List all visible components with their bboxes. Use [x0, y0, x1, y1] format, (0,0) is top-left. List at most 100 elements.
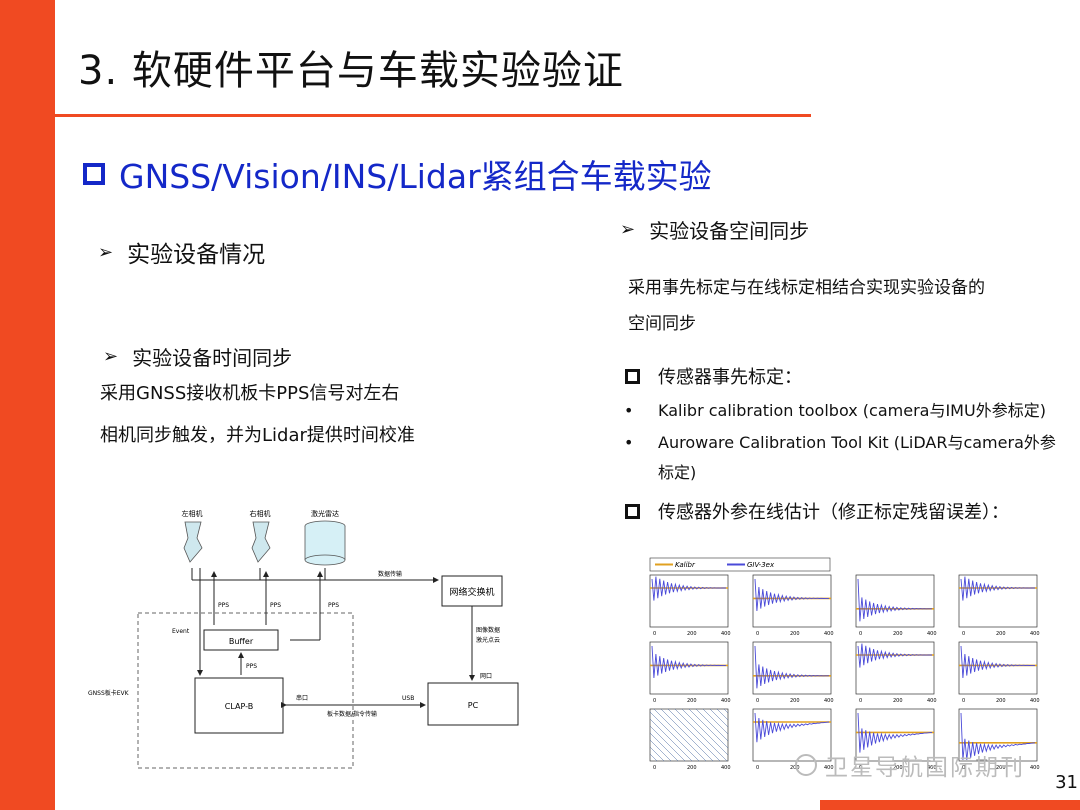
square-bullet-icon	[625, 503, 640, 519]
section-title: GNSS/Vision/INS/Lidar紧组合车载实验	[119, 157, 712, 196]
x-tick-label: 0	[653, 765, 656, 771]
pps-label-3: PPS	[328, 602, 339, 609]
sync-diagram: 左相机 右相机 激光雷达 数据传输 网络交换机 PPS PPS PPS Even…	[88, 509, 519, 769]
x-tick-label: 0	[859, 765, 862, 771]
title-underline	[55, 114, 811, 117]
x-tick-label: 200	[893, 698, 903, 704]
calibration-subplot: 0 200 400	[855, 641, 937, 704]
x-tick-label: 0	[859, 631, 862, 637]
x-tick-label: 200	[893, 765, 903, 771]
bullet-item-autoware: • Auroware Calibration Tool Kit (LiDAR与c…	[624, 428, 1056, 488]
x-tick-label: 200	[996, 698, 1006, 704]
x-tick-label: 200	[790, 698, 800, 704]
spatial-sync-heading-text: 实验设备空间同步	[649, 219, 810, 243]
calibration-subplot: 0 200 400	[649, 641, 731, 704]
x-tick-label: 200	[790, 631, 800, 637]
dot-bullet-icon: •	[624, 433, 634, 452]
board-data-label: 板卡数据/指令传输	[327, 710, 377, 718]
left-camera-label: 左相机	[182, 509, 203, 518]
calibration-plots-grid: Kalibr GIV-3ex 0 200 400 0 200 400 0 200 400 0 200…	[649, 557, 1040, 771]
prior-calibration-heading: 传感器事先标定：	[625, 363, 802, 389]
buffer-box	[203, 629, 279, 651]
pps-label-2: PPS	[270, 602, 281, 609]
x-tick-label: 0	[859, 698, 862, 704]
x-tick-label: 0	[653, 698, 656, 704]
serial-label: 串口	[296, 694, 308, 702]
x-tick-label: 0	[756, 631, 759, 637]
bottom-accent-bar	[820, 800, 1080, 810]
x-tick-label: 400	[824, 698, 834, 704]
time-sync-heading-text: 实验设备时间同步	[132, 346, 293, 370]
x-tick-label: 200	[893, 631, 903, 637]
time-sync-paragraph: 采用GNSS接收机板卡PPS信号对左右 相机同步触发，并为Lidar提供时间校准	[100, 376, 415, 454]
lidar-label: 激光雷达	[311, 509, 339, 518]
section-heading: GNSS/Vision/INS/Lidar紧组合车载实验	[83, 150, 712, 198]
equipment-heading: ➢ 实验设备情况	[98, 235, 265, 269]
x-tick-label: 0	[756, 765, 759, 771]
spatial-line-1: 采用事先标定与在线标定相结合实现实验设备的	[628, 278, 985, 298]
x-tick-label: 400	[1030, 631, 1040, 637]
x-tick-label: 400	[1030, 698, 1040, 704]
x-tick-label: 200	[790, 765, 800, 771]
watermark-text: 卫星导航国际期刊	[825, 755, 1025, 781]
clap-b-box	[194, 677, 284, 734]
square-bullet-icon	[83, 163, 105, 185]
x-tick-label: 400	[824, 765, 834, 771]
x-tick-label: 200	[996, 765, 1006, 771]
x-tick-label: 400	[721, 631, 731, 637]
arrow-bullet-icon: ➢	[620, 219, 636, 240]
x-tick-label: 400	[721, 765, 731, 771]
pps-label-4: PPS	[246, 663, 257, 670]
x-tick-label: 400	[721, 698, 731, 704]
pc-box	[427, 682, 519, 726]
pps-label-1: PPS	[218, 602, 229, 609]
event-label: Event	[172, 628, 190, 635]
left-camera-icon	[183, 521, 203, 563]
calibration-subplot: 0 200 400	[855, 708, 937, 771]
calibration-subplot: 0 200 400	[958, 574, 1040, 637]
bullet-item-autoware-line-2: 标定)	[658, 463, 697, 482]
bullet-item-autoware-line-1: Auroware Calibration Tool Kit (LiDAR与cam…	[658, 433, 1056, 452]
gnss-board-label: GNSS板卡EVK	[88, 689, 130, 697]
x-tick-label: 0	[962, 765, 965, 771]
prior-calibration-text: 传感器事先标定：	[658, 367, 802, 388]
calibration-subplot: 0 200 400	[752, 708, 834, 771]
time-sync-heading: ➢ 实验设备时间同步	[103, 342, 292, 371]
lidar-icon	[304, 520, 346, 566]
x-tick-label: 200	[687, 698, 697, 704]
spatial-sync-heading: ➢ 实验设备空间同步	[620, 215, 809, 244]
network-switch-label: 网络交换机	[449, 586, 494, 598]
bullet-item-kalibr: • Kalibr calibration toolbox (camera与IMU…	[624, 396, 1046, 426]
spatial-line-2: 空间同步	[628, 314, 696, 334]
net-port-label: 网口	[480, 673, 492, 680]
x-tick-label: 200	[996, 631, 1006, 637]
right-camera-label: 右相机	[250, 509, 271, 518]
online-calibration-text: 传感器外参在线估计（修正标定残留误差）：	[658, 502, 1009, 523]
x-tick-label: 200	[687, 631, 697, 637]
legend-giv: GIV-3ex	[747, 561, 775, 569]
bullet-item-kalibr-text: Kalibr calibration toolbox (camera与IMU外参…	[658, 401, 1046, 420]
data-transfer-label: 数据传输	[378, 570, 402, 578]
legend-kalibr: Kalibr	[675, 561, 696, 569]
pc-label: PC	[468, 701, 479, 710]
x-tick-label: 400	[927, 698, 937, 704]
arrow-bullet-icon: ➢	[98, 241, 114, 263]
page-number: 31	[1055, 772, 1078, 793]
x-tick-label: 0	[962, 631, 965, 637]
x-tick-label: 400	[927, 765, 937, 771]
wechat-logo-icon	[795, 754, 817, 776]
journal-watermark: 卫星导航国际期刊	[795, 748, 1025, 782]
time-sync-line-1: 采用GNSS接收机板卡PPS信号对左右	[100, 383, 400, 404]
time-sync-line-2: 相机同步触发，并为Lidar提供时间校准	[100, 425, 415, 446]
x-tick-label: 0	[653, 631, 656, 637]
calibration-subplot: 0 200 400	[649, 574, 731, 637]
online-calibration-heading: 传感器外参在线估计（修正标定残留误差）：	[625, 498, 1009, 524]
square-bullet-icon	[625, 368, 640, 384]
equipment-heading-text: 实验设备情况	[127, 242, 266, 268]
slide-title: 3. 软硬件平台与车载实验验证	[78, 48, 624, 94]
